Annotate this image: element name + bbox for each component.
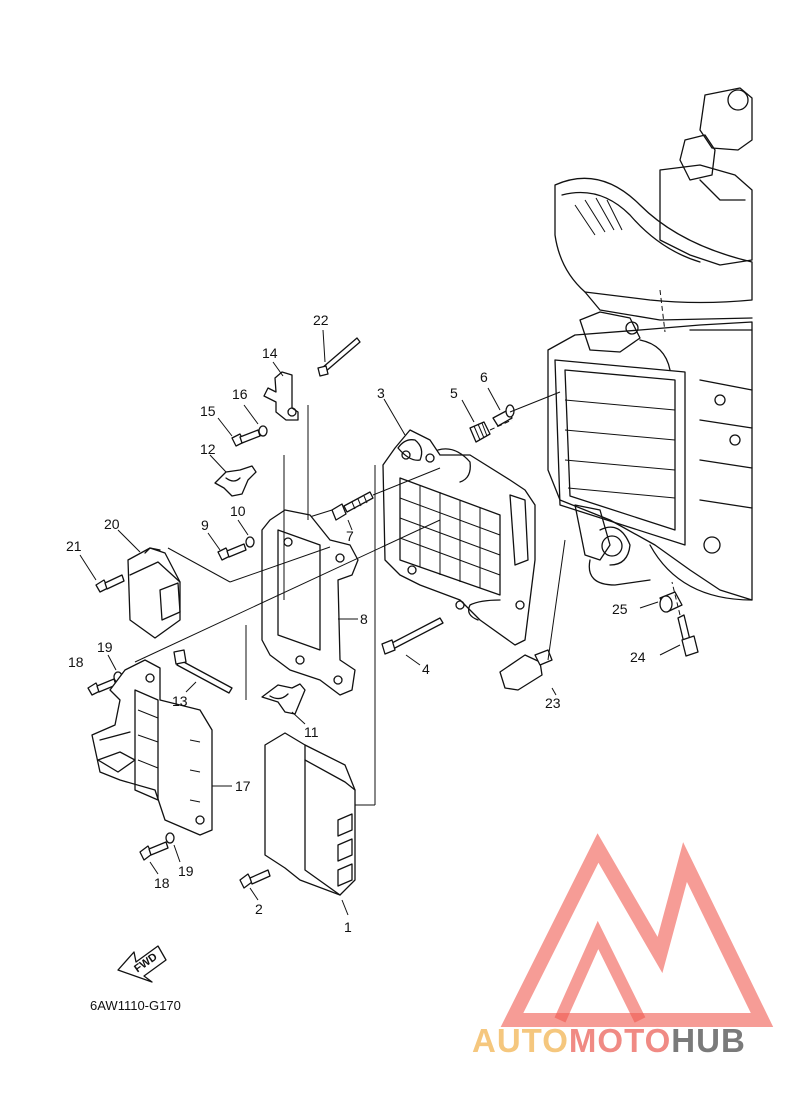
part-4-cable-tie bbox=[381, 617, 444, 666]
watermark-moto: MOTO bbox=[569, 1022, 671, 1059]
part-3-plate bbox=[382, 398, 536, 646]
callout-23: 23 bbox=[545, 695, 561, 711]
part-14-bracket bbox=[263, 361, 299, 421]
part-1-ecu bbox=[264, 732, 356, 916]
part-8-bracket bbox=[261, 509, 359, 696]
watermark-hub: HUB bbox=[671, 1022, 746, 1059]
callout-8: 8 bbox=[360, 611, 368, 627]
part-21-bolt bbox=[79, 554, 125, 593]
part-18-bolt-bottom bbox=[139, 841, 169, 875]
part-20-unit bbox=[117, 529, 181, 639]
part-9-bolt bbox=[207, 532, 247, 561]
callout-5: 5 bbox=[450, 385, 458, 401]
drawing-code: 6AW1110-G170 bbox=[90, 998, 181, 1013]
part-13-cable-tie bbox=[173, 649, 233, 694]
callout-10: 10 bbox=[230, 503, 246, 519]
part-17-bracket bbox=[91, 659, 232, 836]
callout-21: 21 bbox=[66, 538, 82, 554]
callout-11: 11 bbox=[304, 724, 319, 740]
callout-9: 9 bbox=[201, 517, 209, 533]
callout-24: 24 bbox=[630, 649, 646, 665]
callout-12: 12 bbox=[200, 441, 216, 457]
part-24-sensor bbox=[659, 581, 699, 657]
part-22-cable-tie bbox=[317, 329, 361, 377]
callout-19-top: 19 bbox=[97, 639, 113, 655]
callout-7: 7 bbox=[346, 528, 354, 544]
callout-25: 25 bbox=[612, 601, 628, 617]
part-25-grommet bbox=[639, 591, 683, 613]
callout-14: 14 bbox=[262, 345, 278, 361]
callout-18-bottom: 18 bbox=[154, 875, 170, 891]
part-2-bolt bbox=[239, 869, 271, 901]
callout-13: 13 bbox=[172, 693, 188, 709]
callout-20: 20 bbox=[104, 516, 120, 532]
part-5-grommet bbox=[461, 399, 491, 443]
engine-block bbox=[547, 87, 753, 601]
part-15-bolt bbox=[217, 417, 261, 447]
callout-18-top: 18 bbox=[68, 654, 84, 670]
automotohub-logo: AUTOMOTOHUB bbox=[472, 833, 774, 1059]
callout-1: 1 bbox=[344, 919, 352, 935]
part-6-collar bbox=[487, 387, 515, 427]
callout-22: 22 bbox=[313, 312, 329, 328]
callout-2: 2 bbox=[255, 901, 263, 917]
part-7-bolt bbox=[331, 491, 374, 531]
watermark-text: AUTOMOTOHUB bbox=[472, 1022, 746, 1059]
callout-17: 17 bbox=[235, 778, 251, 794]
part-12-clip bbox=[209, 454, 257, 497]
callout-labels: 22 14 16 15 12 3 5 6 10 9 7 20 21 8 19 1… bbox=[66, 312, 646, 935]
part-23-sensor bbox=[499, 539, 566, 696]
callout-3: 3 bbox=[377, 385, 385, 401]
fwd-arrow-icon: FWD bbox=[117, 945, 167, 983]
callout-16: 16 bbox=[232, 386, 248, 402]
callout-15: 15 bbox=[200, 403, 216, 419]
watermark-auto: AUTO bbox=[472, 1022, 569, 1059]
callout-4: 4 bbox=[422, 661, 430, 677]
part-10-washer bbox=[237, 519, 255, 548]
part-11-clip bbox=[261, 683, 306, 725]
callout-6: 6 bbox=[480, 369, 488, 385]
part-19-washer-bottom bbox=[165, 832, 181, 863]
callout-19-bottom: 19 bbox=[178, 863, 194, 879]
